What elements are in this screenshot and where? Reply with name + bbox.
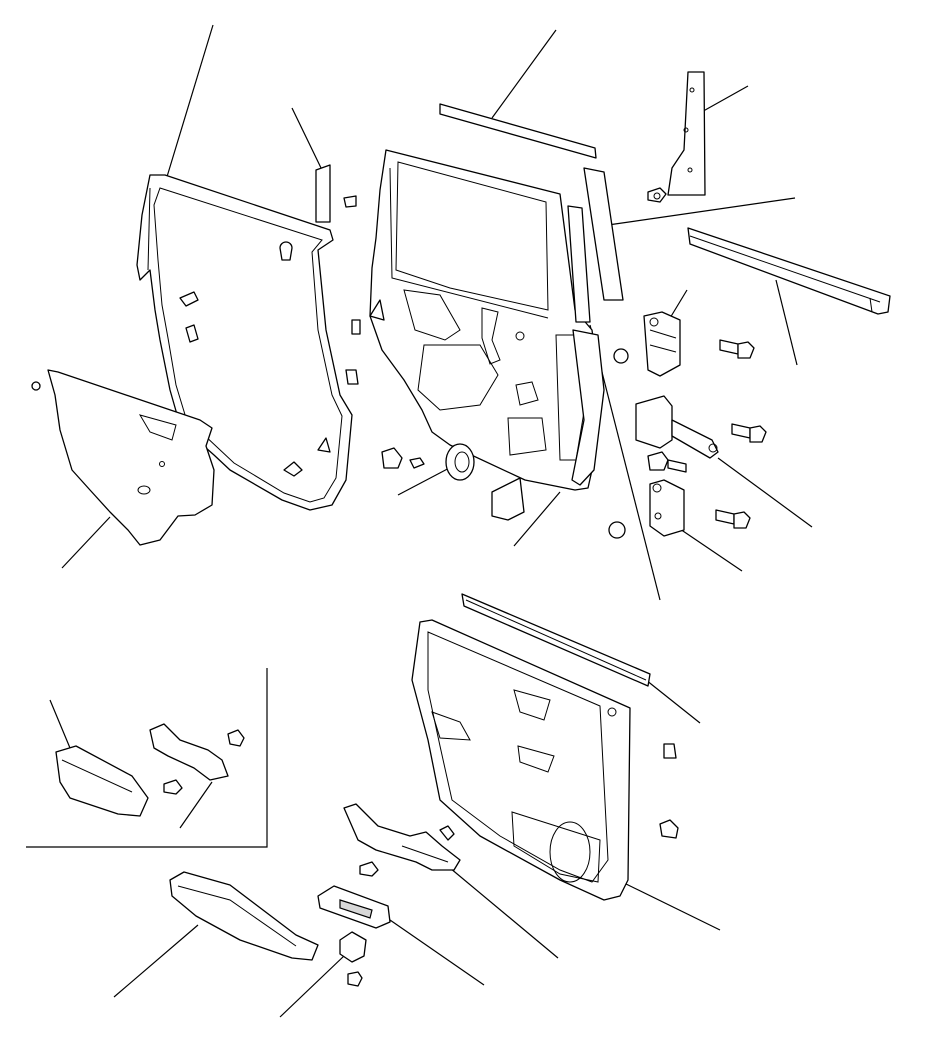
lining-clips: [659, 743, 679, 839]
leader-switch-clip: [279, 954, 346, 1018]
outer-weatherstrip-molding: [687, 227, 891, 315]
leader-door-lining: [621, 881, 721, 931]
armrest-bracket-inset: [149, 723, 245, 795]
armrest-pull-pocket-inset: [55, 745, 149, 817]
armrest-bracket: [343, 803, 461, 877]
leader-sash-garnish: [607, 197, 796, 226]
door-checker: [635, 395, 767, 473]
clips-left: [179, 241, 361, 477]
leader-plastic-cover: [513, 491, 561, 547]
door-lining: [411, 619, 631, 901]
door-lining-shield: [31, 369, 215, 546]
leader-door-weatherstrip: [165, 24, 214, 181]
speaker: [381, 443, 475, 481]
leader-inset-pocket: [49, 699, 71, 749]
leader-outer-glass-run-strip: [491, 29, 557, 119]
leader-corner-trim: [291, 107, 323, 171]
sash-garnish: [583, 167, 624, 301]
leader-armrest-bracket: [449, 867, 559, 959]
leader-b-pillar-garnish: [697, 85, 749, 115]
inset-frame: [26, 668, 268, 848]
glass-run-channel: [567, 205, 605, 486]
leader-outer-molding: [775, 279, 798, 366]
leader-inner-weatherstrip: [645, 679, 701, 724]
leader-speaker: [397, 464, 456, 496]
inner-weatherstrip: [461, 593, 651, 687]
power-window-switch-panel: [317, 885, 391, 929]
switch-clip: [339, 931, 367, 987]
b-pillar-garnish: [647, 71, 706, 203]
door-hinge-upper: [613, 311, 755, 377]
leader-hinge-lower: [679, 528, 743, 572]
door-hinge-lower: [608, 479, 751, 539]
leader-checker: [717, 457, 813, 528]
leader-armrest-pocket: [113, 924, 199, 998]
leader-inset-bracket: [179, 781, 213, 829]
plastic-cover: [491, 477, 525, 521]
leader-switch-panel: [389, 919, 485, 986]
outer-glass-run-strip: [439, 103, 597, 159]
leader-door-lining-shield: [61, 516, 111, 569]
corner-trim: [315, 164, 357, 223]
armrest-pocket: [169, 871, 319, 961]
door-panel-shell: [369, 149, 601, 491]
